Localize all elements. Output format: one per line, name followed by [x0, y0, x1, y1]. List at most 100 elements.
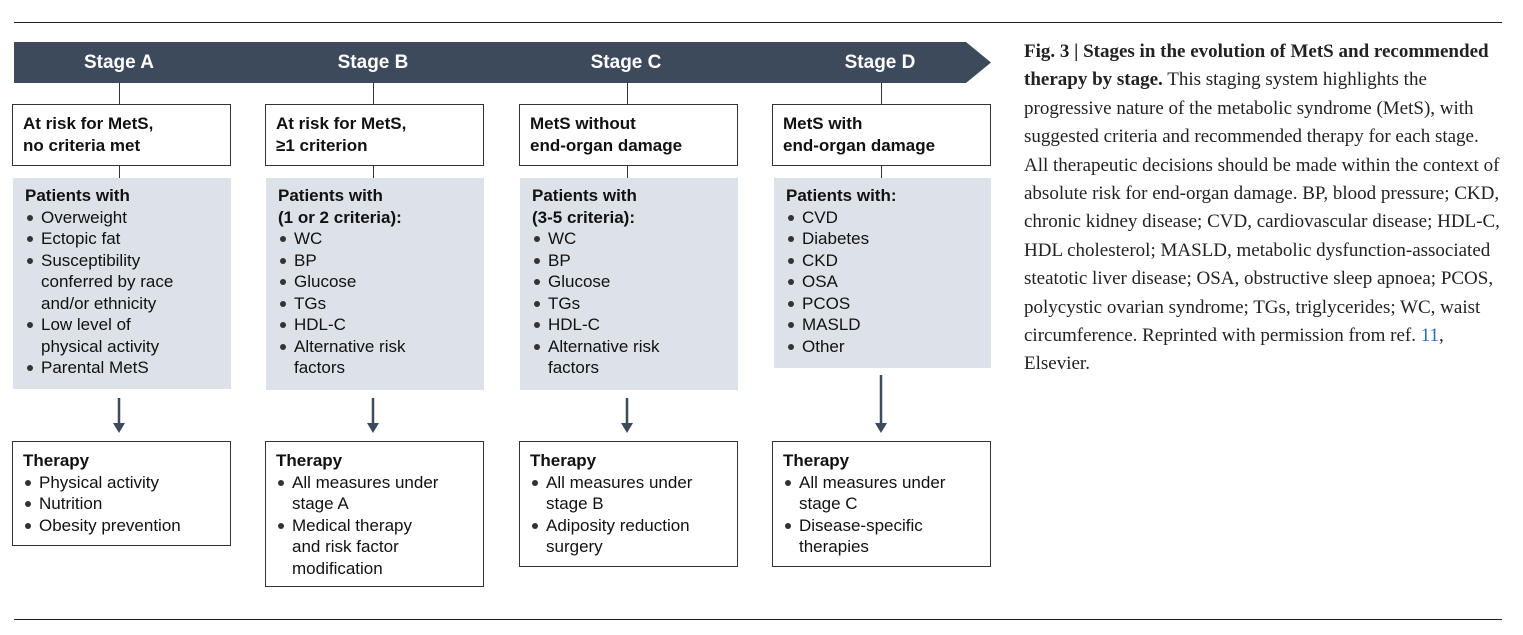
therapy-text: surgery	[546, 537, 603, 556]
criteria-panel-c: Patients with (3-5 criteria): WC BP Gluc…	[520, 178, 738, 390]
list-item: OSA	[786, 271, 979, 293]
list-item: All measures under stage B	[530, 472, 727, 515]
criterion-text: and/or ethnicity	[41, 293, 157, 313]
list-item: Glucose	[278, 271, 472, 293]
list-item: Adiposity reduction surgery	[530, 515, 727, 558]
therapy-heading: Therapy	[276, 451, 343, 470]
list-item: Obesity prevention	[23, 515, 220, 537]
list-item: Other	[786, 336, 979, 358]
status-box-c: MetS without end-organ damage	[519, 104, 738, 166]
therapy-text: All measures under	[546, 472, 693, 492]
therapy-box-c: Therapy All measures under stage B Adipos…	[519, 441, 738, 567]
criteria-list: Overweight Ectopic fat Susceptibility con…	[25, 207, 219, 379]
criteria-panel-a: Patients with Overweight Ectopic fat Sus…	[13, 178, 231, 389]
status-line: ≥1 criterion	[276, 136, 368, 155]
list-item: Glucose	[532, 271, 726, 293]
list-item: Ectopic fat	[25, 228, 219, 250]
criterion-text: factors	[294, 358, 346, 377]
therapy-text: Physical activity	[39, 472, 159, 492]
stage-label-d: Stage D	[844, 52, 916, 73]
list-item: WC	[278, 228, 472, 250]
therapy-list: All measures under stage C Disease-specif…	[783, 472, 980, 558]
therapy-text: All measures under	[799, 472, 946, 492]
list-item: BP	[532, 250, 726, 272]
list-item: MASLD	[786, 314, 979, 336]
criterion-text: Alternative risk	[548, 336, 660, 356]
criteria-list: WC BP Glucose TGs HDL-C Alternative risk…	[278, 228, 472, 379]
criterion-text: Diabetes	[802, 229, 870, 248]
status-line: no criteria met	[23, 136, 141, 155]
criteria-panel-b: Patients with (1 or 2 criteria): WC BP G…	[266, 178, 484, 390]
status-line: At risk for MetS,	[276, 114, 407, 133]
criteria-panel-d: Patients with: CVD Diabetes CKD OSA PCOS…	[774, 178, 991, 368]
criterion-text: Susceptibility	[41, 250, 141, 270]
reference-link[interactable]: 11	[1420, 325, 1440, 347]
list-item: CKD	[786, 250, 979, 272]
list-item: TGs	[532, 293, 726, 315]
status-line: At risk for MetS,	[23, 114, 154, 133]
list-item: WC	[532, 228, 726, 250]
list-item: CVD	[786, 207, 979, 229]
therapy-text: stage A	[292, 494, 349, 513]
status-box-a: At risk for MetS, no criteria met	[12, 104, 231, 166]
therapy-text: Adiposity reduction	[546, 515, 690, 535]
status-line: MetS without	[530, 114, 636, 133]
therapy-list: Physical activity Nutrition Obesity prev…	[23, 472, 220, 537]
criterion-text: CKD	[802, 250, 838, 270]
down-arrow-icon	[113, 398, 125, 433]
therapy-heading: Therapy	[530, 451, 597, 470]
criterion-text: CVD	[802, 207, 838, 227]
list-item: HDL-C	[532, 314, 726, 336]
connector-d2	[881, 165, 882, 178]
list-item: HDL-C	[278, 314, 472, 336]
connector-c2	[627, 165, 628, 178]
therapy-text: therapies	[799, 537, 869, 556]
status-box-d: MetS with end-organ damage	[772, 104, 991, 166]
therapy-text: stage C	[799, 494, 858, 513]
down-arrow-icon	[367, 398, 379, 433]
connector-d	[881, 83, 882, 104]
criterion-text: HDL-C	[548, 315, 600, 334]
criterion-text: conferred by race	[41, 272, 174, 291]
connector-b	[373, 83, 374, 104]
stage-label-b: Stage B	[337, 52, 409, 73]
criterion-text: factors	[548, 358, 600, 377]
list-item: BP	[278, 250, 472, 272]
criterion-text: Glucose	[294, 272, 357, 291]
list-item: Nutrition	[23, 493, 220, 515]
criteria-list: WC BP Glucose TGs HDL-C Alternative risk…	[532, 228, 726, 379]
criteria-heading: Patients with	[25, 186, 130, 205]
top-rule	[14, 22, 1502, 23]
stage-banner-arrow: Stage A Stage B Stage C Stage D	[14, 42, 991, 83]
criterion-text: Low level of	[41, 315, 131, 334]
criteria-heading: (1 or 2 criteria):	[278, 207, 402, 227]
list-item: PCOS	[786, 293, 979, 315]
connector-b2	[373, 165, 374, 178]
criterion-text: Parental MetS	[41, 358, 149, 377]
status-line: end-organ damage	[530, 136, 683, 155]
connector-a2	[119, 165, 120, 178]
list-item: Overweight	[25, 207, 219, 229]
criterion-text: Ectopic fat	[41, 229, 121, 248]
stage-label-c: Stage C	[590, 52, 662, 73]
connector-c	[627, 83, 628, 104]
criterion-text: PCOS	[802, 293, 851, 313]
status-box-b: At risk for MetS, ≥1 criterion	[265, 104, 484, 166]
therapy-text: Nutrition	[39, 494, 103, 513]
caption-tail: , Elsevier.	[1024, 325, 1444, 375]
stage-label-a: Stage A	[83, 52, 155, 73]
criteria-heading: Patients with	[278, 186, 383, 205]
list-item: All measures under stage C	[783, 472, 980, 515]
figure-caption: Fig. 3 | Stages in the evolution of MetS…	[1024, 38, 1504, 379]
therapy-text: stage B	[546, 494, 604, 513]
criteria-heading: Patients with:	[786, 186, 897, 205]
criterion-text: Other	[802, 336, 845, 356]
criteria-heading: Patients with	[532, 186, 637, 205]
therapy-text: Disease-specific	[799, 515, 923, 535]
